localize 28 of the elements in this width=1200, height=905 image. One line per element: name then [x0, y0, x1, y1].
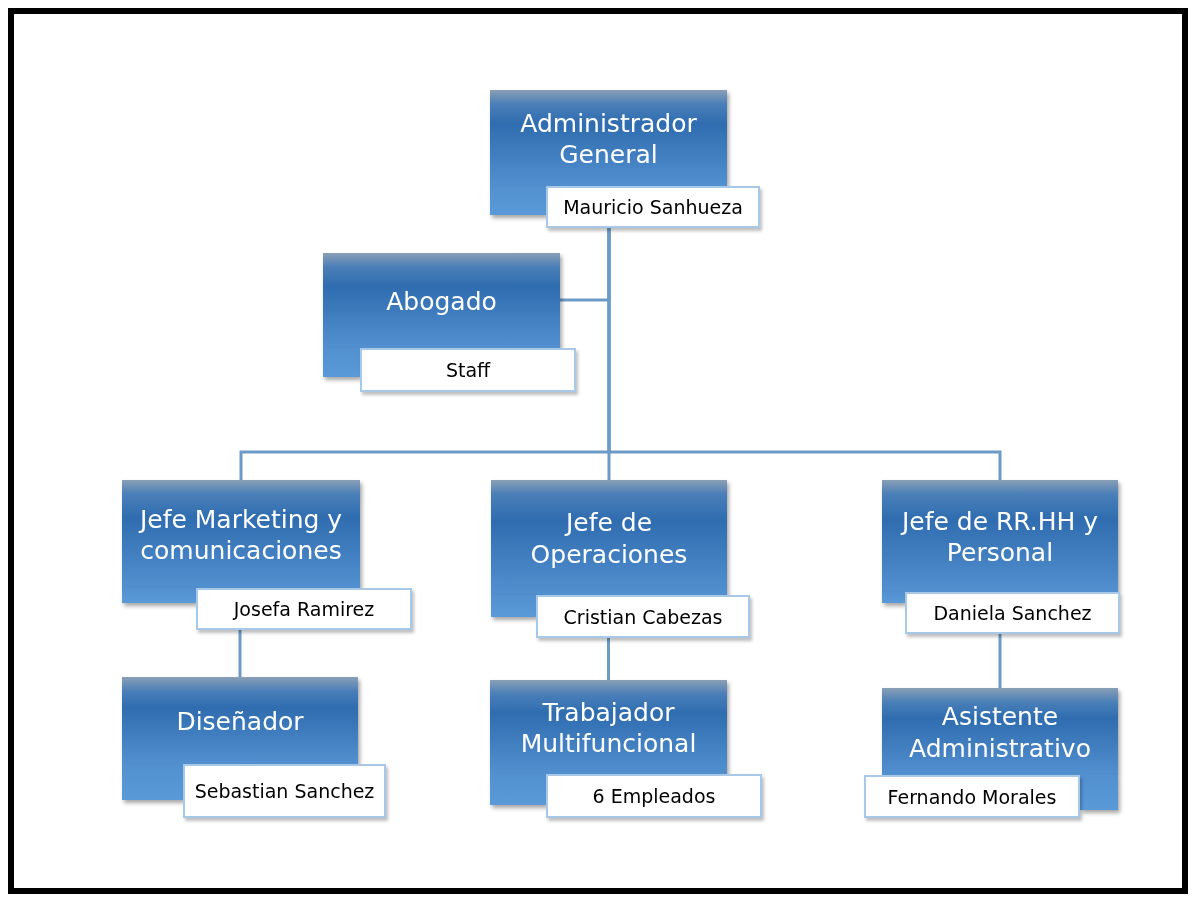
person-name: 6 Empleados — [592, 785, 716, 807]
name-tag — [360, 348, 576, 392]
role-title: Jefe de Operaciones — [529, 507, 689, 570]
name-tag — [864, 775, 1080, 818]
name-tag — [905, 592, 1120, 634]
person-name: Staff — [445, 359, 491, 381]
role-title: Administrador General — [519, 107, 698, 171]
role-title: Trabajador Multifuncional — [519, 696, 698, 760]
person-name: Mauricio Sanhueza — [563, 196, 743, 218]
name-tag — [536, 595, 750, 638]
connector-line — [998, 634, 1002, 688]
connector-line — [238, 630, 242, 677]
person-name: Daniela Sanchez — [933, 602, 1092, 624]
name-tag — [546, 186, 760, 228]
connector-line — [607, 228, 1002, 480]
person-name: Fernando Morales — [887, 785, 1057, 808]
role-title: Jefe Marketing y comunicaciones — [137, 503, 344, 567]
role-title: Diseñador — [176, 705, 304, 738]
name-tag — [196, 588, 412, 630]
person-name: Sebastian Sanchez — [194, 780, 375, 802]
person-name: Josefa Ramirez — [233, 598, 375, 620]
role-title: Asistente Administrativo — [908, 701, 1092, 764]
name-tag — [546, 774, 762, 818]
role-title: Abogado — [386, 285, 497, 318]
name-tag — [183, 764, 386, 818]
role-title: Jefe de RR.HH y Personal — [899, 505, 1100, 569]
person-name: Cristian Cabezas — [563, 605, 723, 628]
connector-line — [607, 638, 610, 680]
